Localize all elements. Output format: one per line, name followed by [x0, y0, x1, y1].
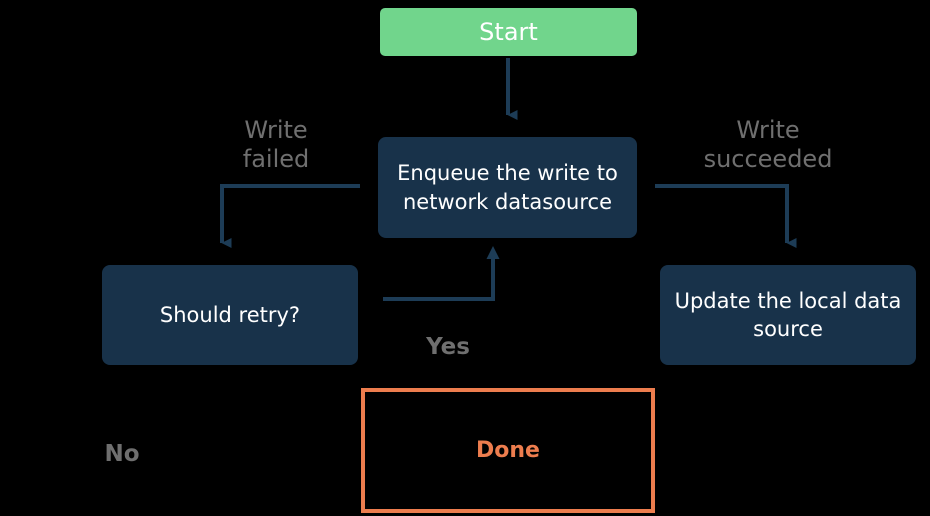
edge-label-write-succeeded-line1: Write [736, 116, 800, 144]
edge-label-no: No [104, 441, 140, 467]
node-done-label: Done [476, 438, 540, 463]
node-start[interactable]: Start [380, 8, 637, 56]
edge-label-write-failed-line2: failed [242, 145, 310, 174]
edge-label-write-succeeded-line2: succeeded [703, 145, 833, 174]
node-should-retry-label: Should retry? [159, 302, 301, 327]
edge-label-write-failed-line1: Write [244, 116, 308, 144]
edge-enqueue-to-update-local [655, 184, 797, 248]
node-enqueue-label: Enqueue the write to network datasource [397, 161, 618, 214]
edge-label-write-succeeded: Write succeeded [673, 116, 863, 175]
edge-label-write-failed: Write failed [196, 116, 356, 175]
node-start-label: Start [479, 18, 538, 46]
node-done[interactable]: Done [361, 388, 655, 513]
node-enqueue[interactable]: Enqueue the write to network datasource [378, 137, 637, 238]
edge-enqueue-to-should-retry [220, 184, 360, 248]
node-update-local-data-source-label: Update the local data source [674, 288, 902, 341]
edge-label-yes: Yes [426, 334, 470, 360]
node-update-local-data-source[interactable]: Update the local data source [660, 265, 916, 365]
edge-should-retry-to-enqueue [383, 246, 500, 301]
node-should-retry[interactable]: Should retry? [102, 265, 358, 365]
